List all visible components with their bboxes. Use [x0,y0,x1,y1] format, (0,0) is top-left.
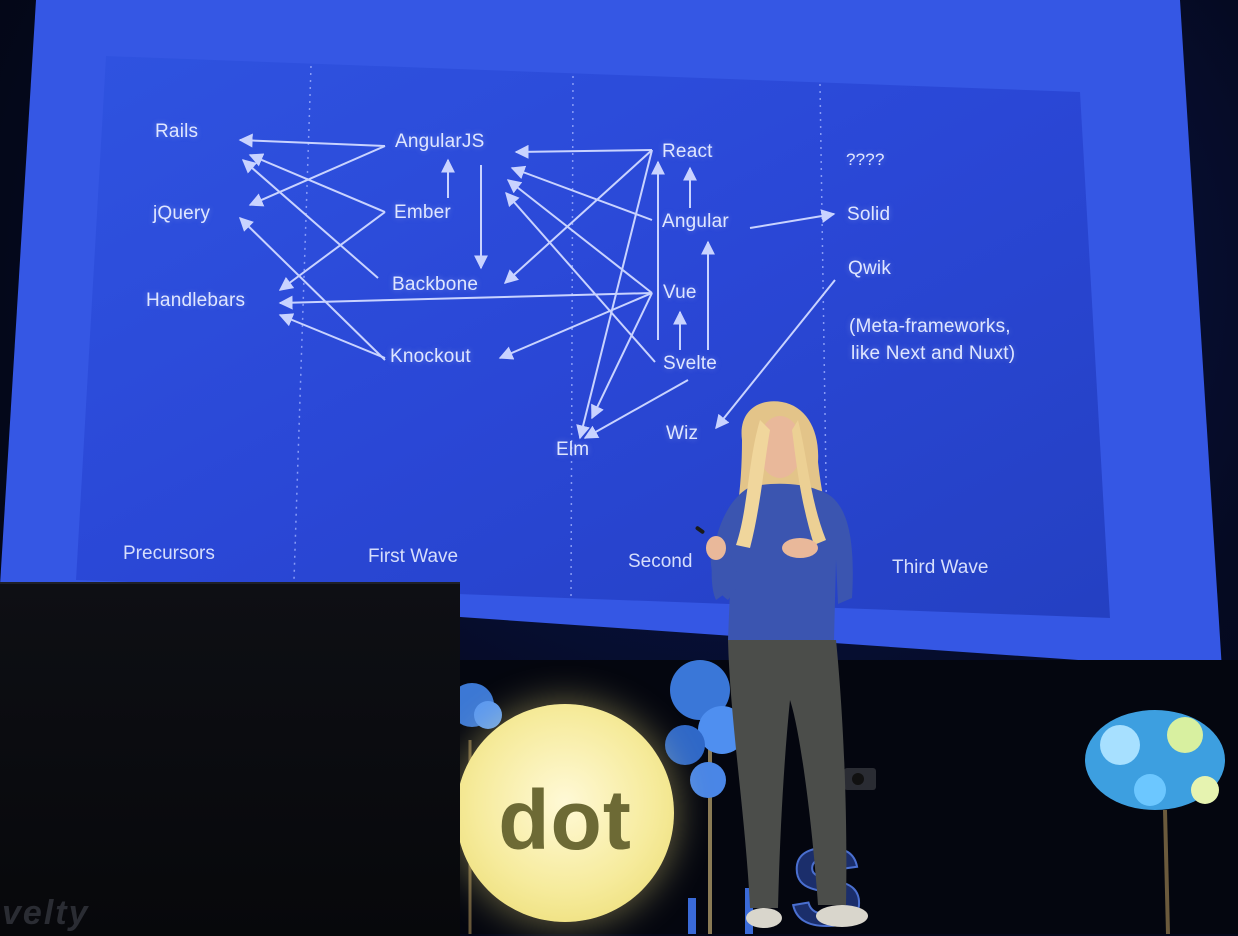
arrow-23 [749,209,836,229]
arrow-22 [583,379,689,439]
arrow-18 [591,292,653,420]
arrow-4 [241,159,379,279]
wave-precursors: Precursors [123,543,215,564]
node-wiz: Wiz [666,423,699,444]
node-meta-frameworks: (Meta-frameworks, [849,316,1011,337]
arrow-19 [505,191,656,363]
slide [76,56,1110,618]
arrow-15 [278,292,653,310]
dot-logo-text: dot [498,773,632,867]
node-qwik: Qwik [848,258,892,279]
arrow-9 [514,144,653,159]
node-unknown: ???? [846,150,885,169]
node-angularjs: AngularJS [395,131,485,152]
arrow-6 [278,313,386,359]
arrow-16 [506,179,653,294]
arrow-12 [510,165,653,221]
decor-tree-center [665,660,746,934]
node-ember: Ember [394,202,451,223]
wave-third: Third Wave [892,557,989,578]
node-backbone: Backbone [392,274,479,295]
node-svelte: Svelte [663,353,718,374]
node-angular: Angular [662,211,729,232]
wave-second: Second [628,551,693,572]
node-solid: Solid [847,204,891,225]
decor-tree-right [1085,710,1225,934]
arrow-0 [238,133,386,148]
node-elm: Elm [556,439,590,460]
node-jquery: jQuery [153,203,211,224]
arrow-1 [248,145,386,207]
arrow-24 [715,279,836,430]
arrow-3 [278,211,386,291]
arrow-5 [238,217,386,361]
dependency-arrows [238,133,836,440]
node-handlebars: Handlebars [146,290,246,311]
foreground-monitor [0,582,460,936]
node-vue: Vue [663,282,697,303]
arrow-17 [498,292,653,360]
dot-logo: dot [456,704,674,922]
node-meta-frameworks-examples: like Next and Nuxt) [851,343,1016,364]
wave-first: First Wave [368,546,459,567]
node-rails: Rails [155,121,199,142]
monitor-brand-text: velty [2,894,90,932]
arrow-2 [248,153,386,213]
node-knockout: Knockout [390,346,471,367]
node-react: React [662,141,713,162]
arrow-10 [503,149,653,284]
